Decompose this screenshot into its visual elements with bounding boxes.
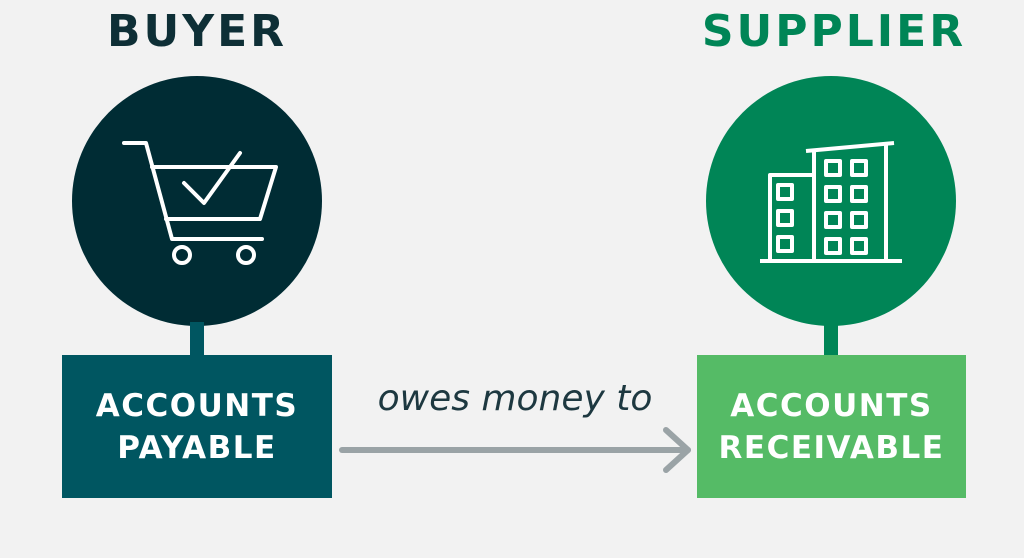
relation-label: owes money to <box>377 378 653 419</box>
buyer-circle <box>72 76 322 326</box>
supplier-circle <box>706 76 956 326</box>
shopping-cart-check-icon <box>122 141 278 265</box>
accounts-payable-box: ACCOUNTS PAYABLE <box>62 355 332 498</box>
accounts-payable-line1: ACCOUNTS <box>95 387 299 424</box>
accounts-receivable-line2: RECEIVABLE <box>718 429 945 466</box>
accounts-receivable-box: ACCOUNTS RECEIVABLE <box>697 355 966 498</box>
buyer-connector <box>190 322 204 356</box>
right-arrow-icon <box>339 427 691 473</box>
accounts-receivable-line1: ACCOUNTS <box>730 387 933 424</box>
supplier-title: SUPPLIER <box>701 6 967 57</box>
accounts-payable-line2: PAYABLE <box>117 429 277 466</box>
supplier-connector <box>824 322 838 356</box>
buyer-title: BUYER <box>106 6 288 57</box>
office-building-icon <box>760 141 902 263</box>
